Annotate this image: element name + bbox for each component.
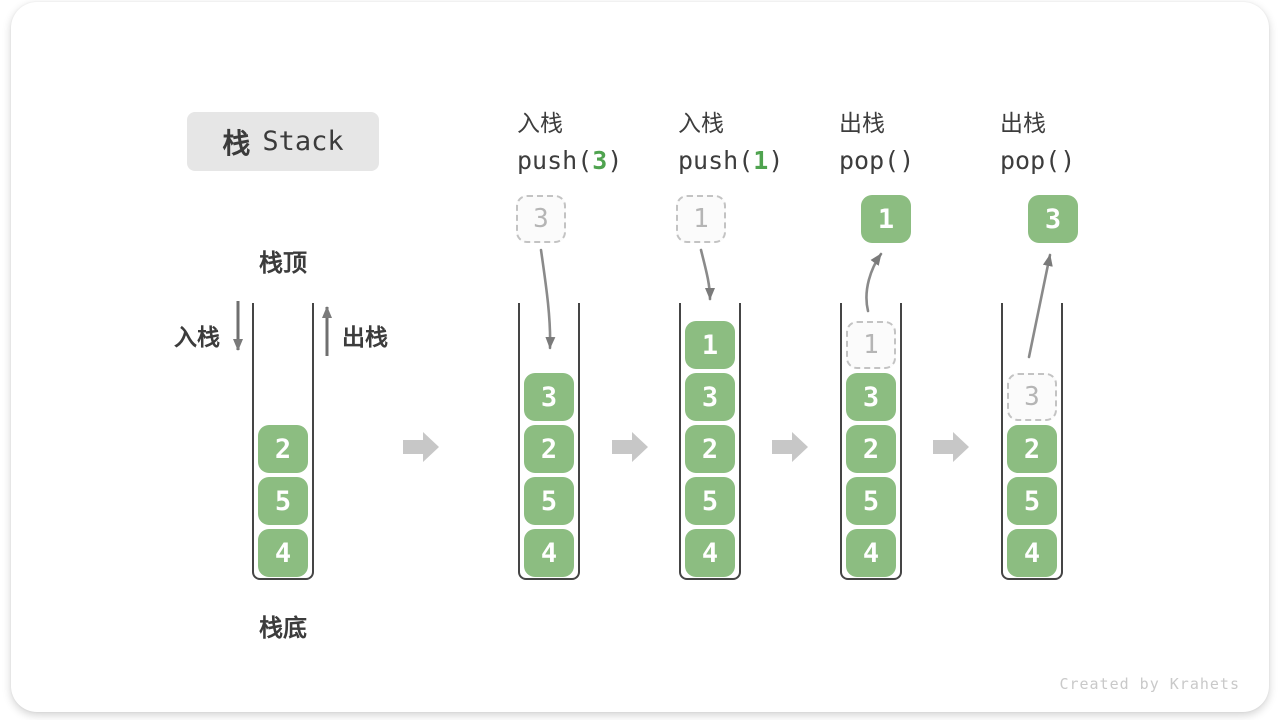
stack-cell: 4 <box>258 529 308 577</box>
operation-label: 入栈 <box>678 110 724 136</box>
popped-cell: 1 <box>861 195 911 243</box>
operation-code: push(1) <box>678 146 784 175</box>
stack-cell: 4 <box>846 529 896 577</box>
flow-arrow-icon <box>933 432 969 462</box>
stack-cell: 5 <box>685 477 735 525</box>
stack-cell: 2 <box>846 425 896 473</box>
pushing-cell: 1 <box>676 195 726 243</box>
removed-ghost-cell: 3 <box>1007 373 1057 421</box>
stack-cell: 5 <box>258 477 308 525</box>
stack-bottom-label: 栈底 <box>259 615 307 642</box>
stack-cell: 2 <box>1007 425 1057 473</box>
title-en: Stack <box>262 126 344 157</box>
stack-cell: 5 <box>846 477 896 525</box>
watermark: Created by Krahets <box>1059 675 1240 693</box>
operation-code: pop() <box>1000 146 1076 175</box>
stack-cell: 4 <box>685 529 735 577</box>
pop-direction-label: 出栈 <box>342 324 388 350</box>
popped-cell: 3 <box>1028 195 1078 243</box>
stack-cell: 4 <box>1007 529 1057 577</box>
operation-label: 出栈 <box>1000 110 1046 136</box>
title-box: 栈 Stack <box>187 112 379 171</box>
stack-cell: 3 <box>524 373 574 421</box>
operation-label: 出栈 <box>839 110 885 136</box>
stack-cell: 3 <box>685 373 735 421</box>
card-background <box>11 2 1269 712</box>
stack-cell: 2 <box>524 425 574 473</box>
operation-argument: 1 <box>753 146 769 175</box>
stack-cell: 5 <box>524 477 574 525</box>
stack-cell: 5 <box>1007 477 1057 525</box>
stack-after-push-3-header: 入栈 push(3) <box>517 104 622 175</box>
flow-arrow-icon <box>612 432 648 462</box>
stack-after-push-1-header: 入栈 push(1) <box>678 104 783 175</box>
stack-cell: 2 <box>685 425 735 473</box>
removed-ghost-cell: 1 <box>846 321 896 369</box>
pushing-cell: 3 <box>516 195 566 243</box>
stack-cell: 4 <box>524 529 574 577</box>
flow-arrow-icon <box>772 432 808 462</box>
operation-code: push(3) <box>517 146 623 175</box>
title-zh: 栈 <box>222 127 251 159</box>
stack-cell: 3 <box>846 373 896 421</box>
flow-arrow-icon <box>403 432 439 462</box>
push-direction-label: 入栈 <box>174 324 220 350</box>
operation-argument: 3 <box>592 146 608 175</box>
stack-top-label: 栈顶 <box>259 250 307 277</box>
stack-after-pop-3-header: 出栈 pop() <box>1000 104 1075 175</box>
operation-label: 入栈 <box>517 110 563 136</box>
stack-cell: 2 <box>258 425 308 473</box>
stack-after-pop-1-header: 出栈 pop() <box>839 104 914 175</box>
operation-code: pop() <box>839 146 915 175</box>
stack-cell: 1 <box>685 321 735 369</box>
